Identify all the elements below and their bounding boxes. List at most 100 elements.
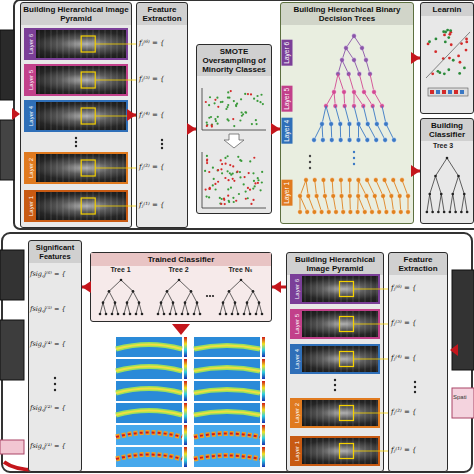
heatmap-band — [116, 433, 182, 438]
weight-cell — [460, 90, 464, 94]
sample-point — [227, 104, 229, 106]
tree-box: Tree 2 — [152, 266, 206, 320]
feature-point — [465, 41, 468, 44]
tree-node — [298, 210, 303, 215]
process-box: Building Hierarchical Image PyramidLayer… — [286, 252, 384, 472]
roi-box — [340, 444, 354, 459]
arrow-head — [271, 123, 280, 135]
sample-point — [252, 172, 254, 174]
colorbar — [184, 359, 187, 379]
sample-point — [215, 188, 217, 190]
sample-point — [261, 181, 263, 183]
sample-point — [240, 98, 242, 100]
tree-branch — [167, 280, 179, 291]
tree-node — [252, 290, 255, 293]
colorbar — [262, 403, 265, 423]
feature-vector: fsig,j⁽¹⁾ = { — [30, 442, 66, 451]
tree-branch — [441, 194, 444, 212]
roi-box — [340, 406, 354, 421]
tree-branch — [367, 180, 375, 196]
tree-node — [190, 290, 193, 293]
colorbar — [262, 425, 265, 445]
sample-point — [260, 94, 262, 96]
sample-point — [228, 201, 230, 203]
ellipsis-dot — [54, 377, 56, 379]
sample-point — [251, 123, 253, 125]
ellipsis-dot — [309, 167, 311, 169]
flow-connector — [272, 281, 286, 293]
feature-point — [443, 72, 446, 75]
tree-node — [175, 313, 178, 316]
tree-branch — [191, 291, 197, 302]
tree-node — [431, 211, 434, 214]
sample-point — [250, 203, 252, 205]
box-heading: Feature Extraction — [389, 253, 447, 275]
tree-node — [356, 138, 361, 143]
sample-point — [216, 123, 218, 125]
tree-branch — [322, 106, 326, 124]
tree-node — [120, 279, 123, 282]
sample-point — [250, 93, 252, 95]
tree-label: Tree 1 — [94, 266, 148, 274]
heatmap-tile — [194, 425, 260, 445]
tree-label: Tree 3 — [433, 141, 453, 150]
tree-branch — [345, 106, 350, 124]
tree-branch — [182, 303, 185, 314]
heatmap-band — [194, 346, 260, 350]
sample-point — [227, 195, 229, 197]
sample-point — [214, 99, 216, 101]
heatmap-band — [194, 390, 260, 394]
flow-connector — [271, 123, 280, 135]
tree-node — [362, 210, 367, 215]
ellipsis-dot — [414, 391, 416, 393]
roi-box — [81, 198, 95, 214]
tree-node — [370, 210, 375, 215]
heatmap-band — [116, 433, 182, 438]
tree-node — [138, 301, 141, 304]
tree-node — [391, 210, 396, 215]
ellipsis-dot — [54, 383, 56, 385]
leader-line — [95, 206, 136, 207]
tree-node — [135, 313, 138, 316]
box-heading: Building Hierarchical Binary Decision Tr… — [281, 3, 413, 25]
ellipsis-dot — [54, 389, 56, 391]
flow-arrow — [12, 108, 20, 120]
partial-image — [0, 30, 14, 100]
tree-branch — [368, 124, 377, 140]
leader-line — [354, 451, 389, 452]
tree-branch — [232, 303, 235, 314]
leader-line — [95, 80, 136, 81]
sample-point — [206, 121, 208, 123]
tree-node — [457, 175, 460, 178]
tree-branch — [461, 194, 464, 212]
weight-cell — [442, 90, 446, 94]
partial-image — [0, 250, 24, 300]
process-box: Building Hierarchical Image PyramidLayer… — [20, 2, 132, 228]
tree-node — [249, 313, 252, 316]
sample-point — [212, 184, 214, 186]
tree-box: Tree Nₜ — [214, 266, 268, 320]
pyramid-layer: Layer 5 — [24, 64, 128, 96]
sample-point — [206, 162, 208, 164]
pyramid-layer: Layer 4 — [290, 344, 380, 374]
arrow-head — [411, 165, 420, 177]
weight-cell — [448, 90, 452, 94]
leader-line — [354, 359, 389, 360]
layer-label: Layer 2 — [26, 154, 36, 182]
heatmap-band — [194, 456, 260, 460]
sample-point — [220, 168, 222, 170]
feature-vector: fⱼ⁽⁴⁾ = { — [139, 111, 164, 120]
box-heading: Building Hierarchical Image Pyramid — [287, 253, 383, 275]
tree-node — [434, 175, 437, 178]
sample-point — [205, 101, 207, 103]
feature-vector: fsig,j⁽⁴⁾ = { — [30, 340, 66, 349]
sample-point — [254, 182, 256, 184]
sample-point — [230, 187, 232, 189]
sample-point — [253, 180, 255, 182]
feature-point — [449, 29, 452, 32]
tree-branch — [109, 291, 115, 302]
tree-node — [384, 210, 389, 215]
heatmap-band — [116, 455, 182, 460]
tree-node — [312, 210, 317, 215]
